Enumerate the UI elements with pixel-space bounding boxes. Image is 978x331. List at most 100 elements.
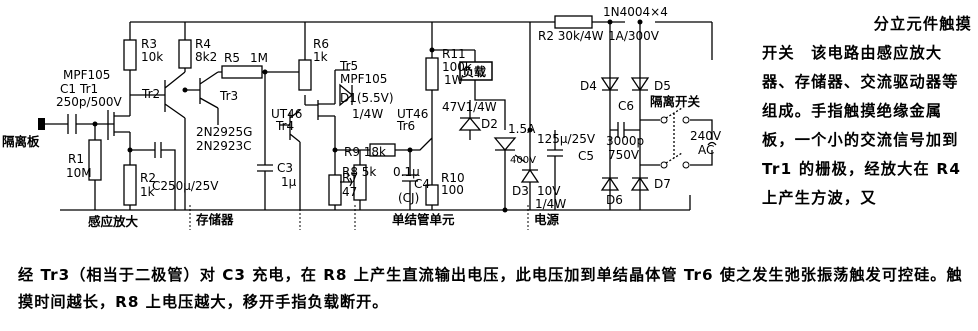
label-r8: R8 5k [342,165,376,179]
label-mpf105-right: MPF105 [340,72,387,86]
r7-resistor [328,174,342,206]
label-ut46-b: UT46 [397,107,428,121]
section-isolation-switch: 隔离开关 [650,94,701,109]
label-r11-power: 1W [444,73,464,87]
label-diode-spec: 1N4004×4 [603,5,668,19]
isolation-switch-icon [665,107,683,164]
label-r1: R1 [68,152,84,166]
d2-zener-icon [458,100,482,140]
isolation-plate [38,118,45,130]
label-ac: AC [698,143,714,157]
label-r6: R6 [313,37,329,51]
r2-resistor [123,164,137,206]
label-d2: D2 [481,117,498,131]
label-diode-rating: 1A/300V [608,29,660,43]
r4-resistor [178,39,192,69]
label-r3: R3 [141,37,157,51]
label-tr6: Tr6 [396,119,415,133]
label-d7: D7 [654,177,671,191]
label-c6-value: 3000p [606,134,644,148]
description-continuation: 经 Tr3（相当于二极管）对 C3 充电，在 R8 上产生直流输出电压，此电压加… [18,266,963,311]
description-column: 分立元件触摸 开关 该电路由感应放大器、存储器、交流驱动器等组成。手指触摸绝缘金… [762,10,972,213]
label-r2: R2 [140,171,156,185]
label-d4: D4 [580,79,597,93]
load-box [459,61,493,81]
label-tr4: Tr4 [275,119,294,133]
description-title: 分立元件触摸 [873,15,972,33]
label-c3: C3 [277,161,293,175]
section-isolation-plate: 隔离板 [2,134,40,149]
label-r1-value: 10M [66,166,92,180]
label-load: 负载 [462,64,486,79]
label-r11: R11 [442,47,466,61]
label-r2-power: R2 30k/4W [538,29,604,43]
label-mpf105-left: MPF105 [63,68,110,82]
label-part2: 2N2923C [196,139,252,153]
r5-resistor [221,65,263,79]
description-body: 开关 该电路由感应放大器、存储器、交流驱动器等组成。手指触摸绝缘金属板，一个小的… [762,44,962,207]
section-sense-amp: 感应放大 [88,214,139,229]
label-scr-current: 1.5A [508,122,536,136]
label-c5-value: 125μ/25V [537,132,596,146]
label-r4-value: 8k2 [195,50,217,64]
label-d1-power: 1/4W [352,107,383,121]
label-r2-value: 1k [140,185,155,199]
label-r9: R9 18k [344,145,386,159]
r3-resistor [123,39,137,71]
label-r4: R4 [195,37,211,51]
label-d3-value: 10V [537,184,561,198]
label-tr5: Tr5 [339,59,358,73]
label-d1: D1(5.5V) [340,91,394,105]
touch-switch-schematic: MPF105 C1 Tr1 250p/500V R1 10M R2 1k R3 … [2,5,722,230]
r1-resistor [88,139,102,181]
label-d5: D5 [654,79,671,93]
r2-power-resistor [554,15,593,29]
label-r5: R5 [224,51,240,65]
label-tr1: Tr1 [79,82,98,96]
label-r6-value: 1k [313,50,328,64]
label-c2-value: 50μ/25V [168,179,219,193]
label-d6: D6 [606,193,623,207]
label-r10-value: 100 [441,183,464,197]
label-part1: 2N2925G [196,125,252,139]
label-r11-value: 100k [442,60,472,74]
d1-zener-icon [339,83,354,107]
label-tr2: Tr2 [141,87,160,101]
section-memory: 存储器 [195,212,234,227]
label-c4-cj: (CJ) [398,191,419,205]
label-r3-value: 10k [141,50,163,64]
r9-resistor [369,143,396,157]
r11-resistor [425,57,439,91]
label-d3-power: 1/4W [535,197,566,211]
label-d2-rating: 47V1/4W [442,100,497,114]
d6-diode-icon [600,176,620,191]
label-c3-value: 1μ [281,175,297,189]
label-tr3: Tr3 [219,89,238,103]
section-ujt: 单结管单元 [392,212,455,227]
d7-diode-icon [630,176,650,191]
section-power: 电源 [534,212,560,227]
label-r7-value: 47 [342,185,357,199]
d5-diode-icon [630,77,650,92]
label-c1: C1 [60,82,76,96]
label-c4: C4 [414,177,430,191]
label-scr-voltage: 400V [510,155,536,166]
label-c2: C2 [152,179,168,193]
scr-icon [493,137,526,210]
label-c6-voltage: 750V [608,148,640,162]
label-r7: R7 [342,171,358,185]
label-ac-voltage: 240V [690,129,722,143]
label-d3: D3 [512,184,529,198]
label-c5: C5 [578,149,594,163]
label-c6: C6 [618,99,634,113]
r10-resistor [425,184,439,206]
label-ut46-a: UT46 [271,107,302,121]
r6-resistor [298,59,312,91]
d4-diode-icon [600,77,620,92]
label-r5-value: 1M [250,51,268,65]
ac-source-icon [707,141,717,146]
label-c4-value: 0.1μ [393,165,420,179]
label-c1-value: 250p/500V [56,95,122,109]
r8-potentiometer [353,164,367,201]
label-r10: R10 [441,171,465,185]
